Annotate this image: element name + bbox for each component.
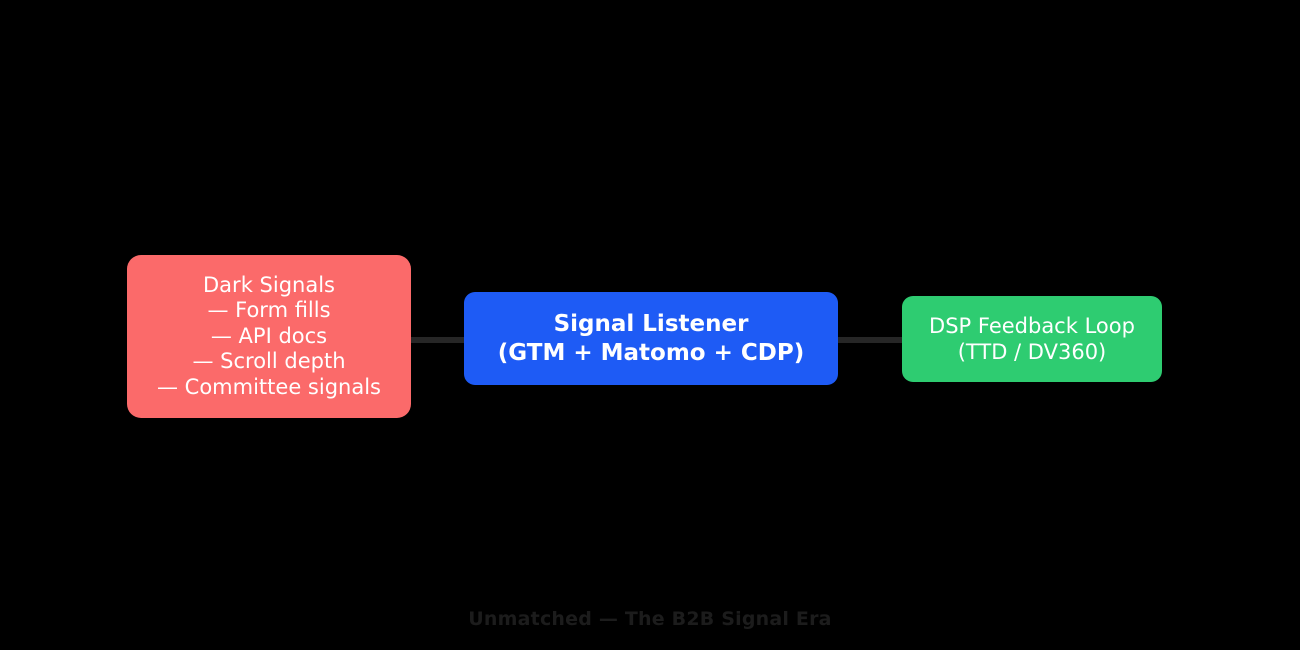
connector-dark-signals-to-signal-listener <box>405 337 471 343</box>
node-dsp-feedback-line-2: (TTD / DV360) <box>957 340 1107 364</box>
node-dark-signals[interactable]: Dark Signals — Form fills — API docs — S… <box>127 255 411 418</box>
connector-signal-listener-to-dsp-feedback <box>832 337 909 343</box>
node-signal-listener-line-1: Signal Listener <box>553 310 749 337</box>
node-dark-signals-line-1: Dark Signals <box>203 272 335 297</box>
node-signal-listener[interactable]: Signal Listener (GTM + Matomo + CDP) <box>464 292 838 385</box>
node-dark-signals-line-5: — Committee signals <box>157 374 381 399</box>
node-signal-listener-line-2: (GTM + Matomo + CDP) <box>497 339 805 366</box>
node-dark-signals-line-4: — Scroll depth <box>192 349 346 374</box>
node-dark-signals-line-2: — Form fills <box>207 298 331 323</box>
node-dsp-feedback-line-1: DSP Feedback Loop <box>929 314 1135 338</box>
node-dark-signals-line-3: — API docs <box>210 323 328 348</box>
node-dsp-feedback[interactable]: DSP Feedback Loop (TTD / DV360) <box>902 296 1162 382</box>
diagram-caption: Unmatched — The B2B Signal Era <box>468 608 832 630</box>
